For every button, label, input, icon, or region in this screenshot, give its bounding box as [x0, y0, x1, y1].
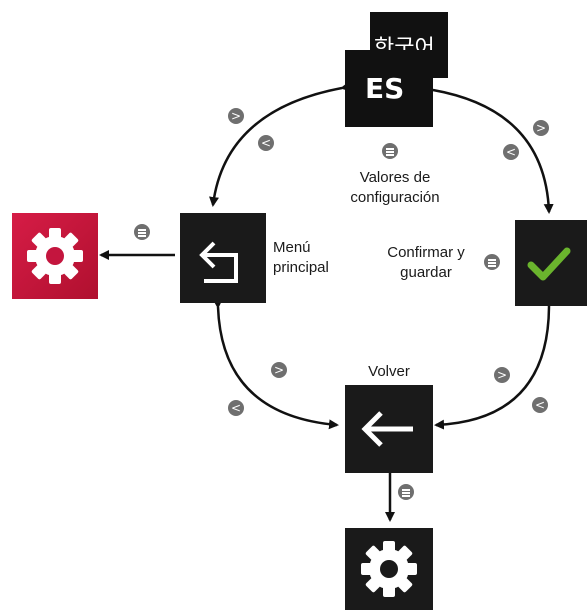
next-badge[interactable]: > — [271, 362, 287, 378]
settings-values-line2: configuración — [350, 189, 440, 206]
next-badge[interactable]: > — [228, 108, 244, 124]
gear-icon — [361, 541, 417, 597]
arc-es-menu — [209, 81, 351, 207]
settings-values-label: Valores de configuración — [340, 168, 450, 208]
main-menu-tile[interactable] — [180, 213, 266, 303]
menu-icon[interactable] — [382, 143, 398, 159]
arc-menu-back — [212, 298, 339, 430]
next-badge[interactable]: > — [533, 120, 549, 136]
spanish-language-label: ES — [365, 72, 405, 105]
settings-tile-red[interactable] — [12, 213, 98, 299]
arc-es-confirm — [424, 83, 554, 214]
menu-icon[interactable] — [484, 254, 500, 270]
settings-tile-dark[interactable] — [345, 528, 433, 610]
confirm-tile[interactable] — [515, 220, 587, 306]
gear-icon — [27, 228, 83, 284]
arc-confirm-back — [434, 298, 555, 430]
confirm-label: Confirmar y guardar — [374, 243, 478, 283]
menu-icon[interactable] — [134, 224, 150, 240]
prev-badge[interactable]: < — [532, 397, 548, 413]
confirm-line1: Confirmar y — [387, 244, 465, 261]
check-icon — [527, 247, 571, 281]
return-icon — [199, 241, 238, 283]
next-badge[interactable]: > — [494, 367, 510, 383]
arrow-left-icon — [361, 411, 413, 447]
menu-icon[interactable] — [398, 484, 414, 500]
confirm-line2: guardar — [400, 264, 452, 281]
main-menu-label: Menú principal — [273, 238, 329, 278]
prev-badge[interactable]: < — [503, 144, 519, 160]
spanish-language-tile[interactable]: ES — [345, 50, 433, 127]
main-menu-line2: principal — [273, 259, 329, 276]
main-menu-line1: Menú — [273, 239, 311, 256]
back-tile[interactable] — [345, 385, 433, 473]
prev-badge[interactable]: < — [228, 400, 244, 416]
settings-values-line1: Valores de — [359, 169, 431, 186]
prev-badge[interactable]: < — [258, 135, 274, 151]
back-label: Volver — [368, 363, 410, 380]
